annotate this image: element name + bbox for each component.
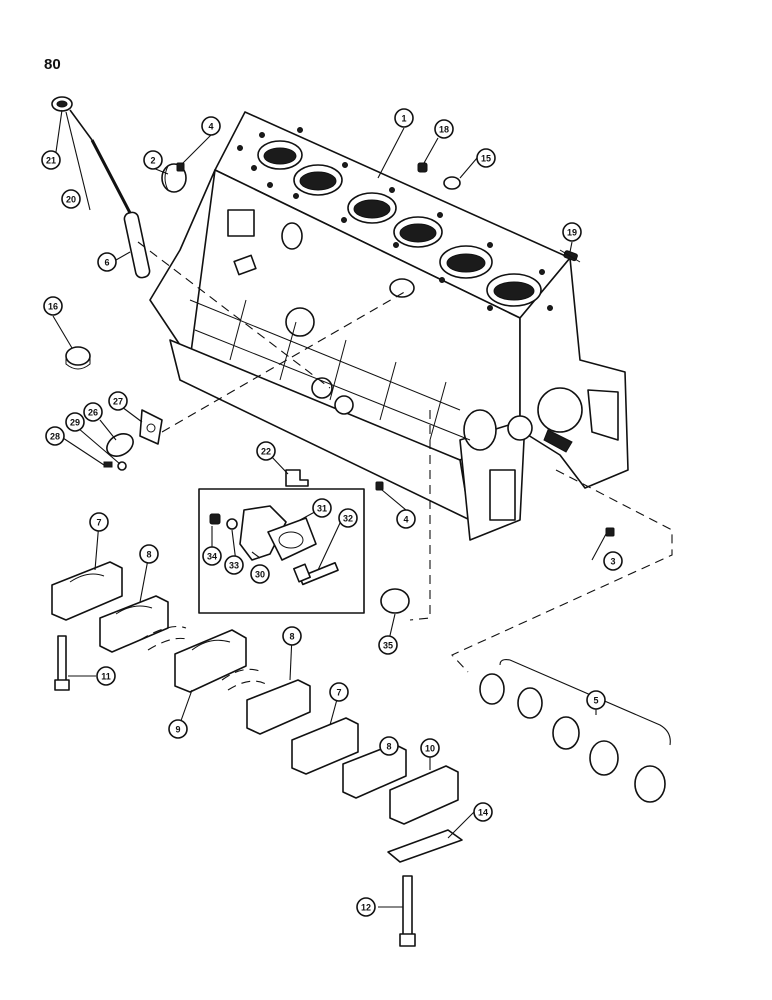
callout-9: 9 xyxy=(168,719,188,739)
callout-number: 7 xyxy=(336,688,341,698)
callout-10: 10 xyxy=(420,738,440,758)
callout-number: 31 xyxy=(317,504,327,514)
callout-33: 33 xyxy=(224,555,244,575)
callout-number: 32 xyxy=(343,514,353,524)
fitting-19 xyxy=(559,249,581,263)
page-number: 80 xyxy=(44,56,61,73)
callout-number: 4 xyxy=(208,122,213,132)
callout-20: 20 xyxy=(61,189,81,209)
callout-19: 19 xyxy=(562,222,582,242)
callout-number: 4 xyxy=(403,515,408,525)
callout-number: 16 xyxy=(48,302,58,312)
callout-15: 15 xyxy=(476,148,496,168)
callout-number: 1 xyxy=(401,114,406,124)
main-bearing-cap-7-a xyxy=(51,561,123,621)
callout-5: 5 xyxy=(586,690,606,710)
callout-number: 29 xyxy=(70,418,80,428)
callout-30: 30 xyxy=(250,564,270,584)
callout-4: 4 xyxy=(396,509,416,529)
expansion-plug-15 xyxy=(443,176,461,190)
callout-number: 28 xyxy=(50,432,60,442)
callout-number: 18 xyxy=(439,125,449,135)
callout-32: 32 xyxy=(338,508,358,528)
main-bearing-bolt-11 xyxy=(54,635,70,691)
callout-number: 22 xyxy=(261,447,271,457)
callout-12: 12 xyxy=(356,897,376,917)
callout-number: 2 xyxy=(150,156,155,166)
expansion-plug-35 xyxy=(380,588,410,614)
callout-8: 8 xyxy=(379,736,399,756)
callout-number: 7 xyxy=(96,518,101,528)
expansion-plug-16 xyxy=(65,346,91,370)
callout-labels: 1234456778889101112141516181920212226272… xyxy=(41,108,623,917)
callout-1: 1 xyxy=(394,108,414,128)
callout-number: 3 xyxy=(610,557,615,567)
callout-8: 8 xyxy=(139,544,159,564)
main-bearing-cap-8-b xyxy=(246,679,311,735)
inset-cover-group xyxy=(198,488,365,614)
callout-number: 26 xyxy=(88,408,98,418)
callout-number: 11 xyxy=(101,672,111,682)
camshaft-bushings xyxy=(479,673,666,803)
fitting-22 xyxy=(285,469,309,487)
callout-2: 2 xyxy=(143,150,163,170)
callout-number: 27 xyxy=(113,397,123,407)
callout-number: 12 xyxy=(361,903,371,913)
callout-27: 27 xyxy=(108,391,128,411)
cover-plate-assembly xyxy=(103,409,163,471)
callout-28: 28 xyxy=(45,426,65,446)
main-bearing-bolt-12 xyxy=(399,875,416,947)
callout-6: 6 xyxy=(97,252,117,272)
callout-number: 9 xyxy=(175,725,180,735)
callout-number: 20 xyxy=(66,195,76,205)
callout-18: 18 xyxy=(434,119,454,139)
callout-number: 21 xyxy=(46,156,56,166)
callout-26: 26 xyxy=(83,402,103,422)
callout-number: 33 xyxy=(229,561,239,571)
leader-lines xyxy=(52,109,607,908)
pipe-plug-4-top xyxy=(176,162,185,172)
callout-31: 31 xyxy=(312,498,332,518)
callout-number: 8 xyxy=(289,632,294,642)
dipstick-assembly xyxy=(51,96,145,233)
cylinder-block xyxy=(149,111,629,541)
pipe-plug-4-lower xyxy=(375,481,384,491)
callout-7: 7 xyxy=(329,682,349,702)
callout-35: 35 xyxy=(378,635,398,655)
callout-number: 6 xyxy=(104,258,109,268)
callout-22: 22 xyxy=(256,441,276,461)
callout-8: 8 xyxy=(282,626,302,646)
main-bearing-cap-9 xyxy=(174,629,247,693)
callout-11: 11 xyxy=(96,666,116,686)
callout-number: 19 xyxy=(567,228,577,238)
callout-21: 21 xyxy=(41,150,61,170)
pipe-plug-18 xyxy=(417,162,428,173)
main-bearing-cap-10 xyxy=(389,765,459,825)
callout-number: 5 xyxy=(593,696,598,706)
callout-number: 30 xyxy=(255,570,265,580)
dipstick-tube xyxy=(123,211,151,279)
callout-3: 3 xyxy=(603,551,623,571)
main-bearing-cap-8-a xyxy=(99,595,169,653)
callout-29: 29 xyxy=(65,412,85,432)
callout-number: 10 xyxy=(425,744,435,754)
callout-number: 14 xyxy=(478,808,488,818)
callout-number: 8 xyxy=(146,550,151,560)
main-bearing-cap-7-b xyxy=(291,717,359,775)
callout-7: 7 xyxy=(89,512,109,532)
callout-number: 34 xyxy=(207,552,217,562)
callout-4: 4 xyxy=(201,116,221,136)
callout-14: 14 xyxy=(473,802,493,822)
callout-34: 34 xyxy=(202,546,222,566)
callout-number: 15 xyxy=(481,154,491,164)
callout-number: 35 xyxy=(383,641,393,651)
callout-number: 8 xyxy=(386,742,391,752)
shim-14 xyxy=(387,829,463,863)
callout-16: 16 xyxy=(43,296,63,316)
pipe-plug-3 xyxy=(605,527,615,537)
